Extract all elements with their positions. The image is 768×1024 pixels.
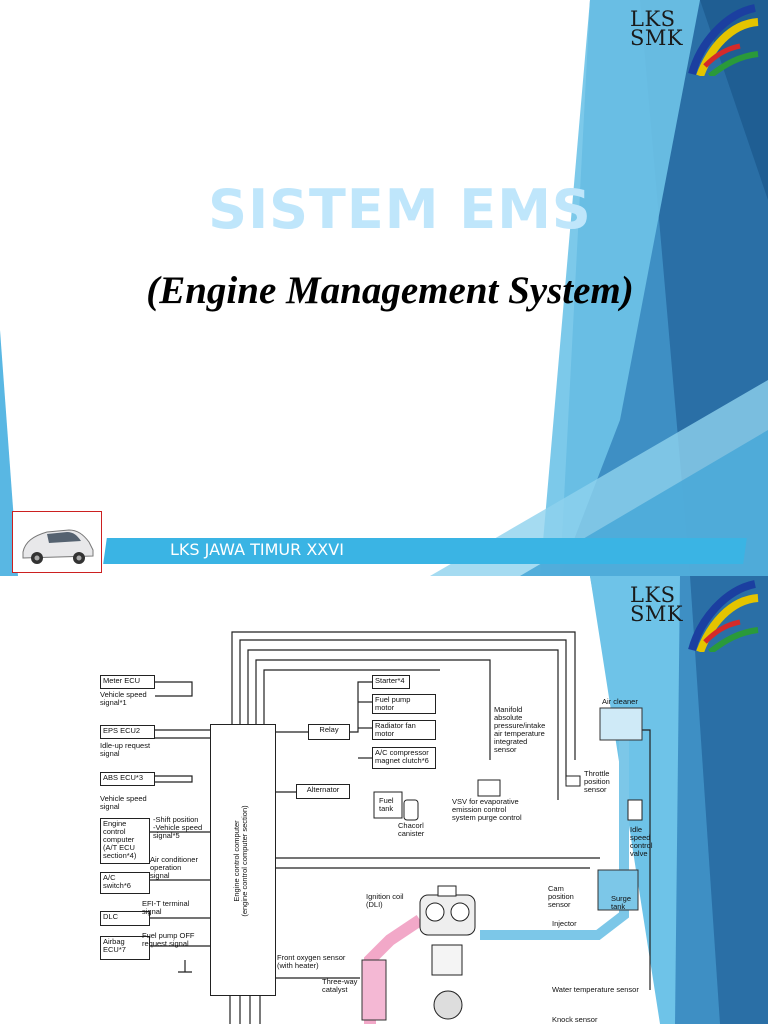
cam-sensor-label: Cam position sensor xyxy=(548,884,574,909)
car-photo xyxy=(12,511,102,573)
fuel-pump-motor-box: Fuel pump motor xyxy=(372,694,436,714)
eps-ecu-signal: Idle-up request signal xyxy=(100,741,151,758)
injector-label: Injector xyxy=(552,919,577,928)
logo-swirl xyxy=(688,4,759,76)
front-oxygen-sensor-label: Front oxygen sensor (with heater) xyxy=(277,953,346,970)
air-cleaner-box xyxy=(599,707,643,741)
slide-subtitle: (Engine Management System) xyxy=(146,269,634,312)
throttle-sensor-box xyxy=(565,775,581,787)
map-sensor-label: Manifold absolute pressure/intake air te… xyxy=(494,705,546,754)
ignition-coil-box xyxy=(437,885,457,897)
car-icon xyxy=(22,529,94,564)
air-cleaner-label: Air cleaner xyxy=(602,697,638,706)
ac-operation-signal: Air conditioner operation signal xyxy=(150,855,198,880)
throttle-sensor-label: Throttle position sensor xyxy=(584,769,610,794)
vsv-box xyxy=(477,779,501,797)
eps-ecu-box: EPS ECU2 xyxy=(100,725,155,739)
ecu-label: Engine control computer (engine control … xyxy=(232,805,249,917)
starter-box: Starter*4 xyxy=(372,675,410,689)
water-temperature-label: Water temperature sensor xyxy=(552,985,639,994)
alternator-box: Alternator xyxy=(296,784,350,799)
surge-tank-box xyxy=(597,869,639,911)
engine-control-computer-box: Engine control computer (A/T ECU section… xyxy=(100,818,150,864)
idle-valve-label: Idle speed control valve xyxy=(630,825,653,858)
vsv-label: VSV for evaporative emission control sys… xyxy=(452,797,522,822)
fuel-tank-box xyxy=(373,791,403,819)
deco-right-light xyxy=(540,0,700,576)
catalyst-label: Three-way catalyst xyxy=(322,977,358,994)
logo-swirl-2 xyxy=(688,580,759,652)
footer-banner-text: LKS JAWA TIMUR XXVI xyxy=(170,540,344,559)
shift-position-signal: -Shift position -Vehicle speed signal*5 xyxy=(153,815,203,840)
knock-sensor-label: Knock sensor xyxy=(552,1015,598,1024)
abs-ecu-signal: Vehicle speed signal xyxy=(100,794,147,811)
fuel-pump-off-signal: Fuel pump OFF request signal xyxy=(142,931,195,948)
slide2-decoration xyxy=(590,576,768,1024)
radiator-fan-motor-box: Radiator fan motor xyxy=(372,720,436,740)
efi-t-signal: EFI-T terminal signal xyxy=(142,899,190,916)
idle-valve-box xyxy=(627,799,643,821)
engine-control-computer: Engine control computer (engine control … xyxy=(210,724,276,996)
ignition-coil-label: Ignition coil (DLI) xyxy=(366,892,404,909)
crankshaft xyxy=(433,990,463,1020)
catalyst-box xyxy=(361,959,387,1021)
fuel-tank-label: Fuel tank xyxy=(379,796,394,813)
surge-tank-label: Surge tank xyxy=(611,894,632,911)
engine-block xyxy=(431,944,463,976)
ac-compressor-box: A/C compressor magnet clutch*6 xyxy=(372,747,436,769)
airbag-ecu-box: Airbag ECU*7 xyxy=(100,936,150,960)
deco2-right-dark xyxy=(690,576,768,1024)
charcoal-canister-label: Chacorl canister xyxy=(398,821,425,838)
relay-box: Relay xyxy=(308,724,350,740)
abs-ecu-box: ABS ECU*3 xyxy=(100,772,155,786)
meter-ecu-box: Meter ECU xyxy=(100,675,155,689)
meter-ecu-signal: Vehicle speed signal*1 xyxy=(100,690,147,707)
ac-switch-box: A/C switch*6 xyxy=(100,872,150,894)
canister-box xyxy=(403,799,419,821)
slide-title: SISTEM EMS xyxy=(208,178,592,241)
dlc-box: DLC xyxy=(100,911,150,926)
intake-pipe xyxy=(480,740,629,940)
